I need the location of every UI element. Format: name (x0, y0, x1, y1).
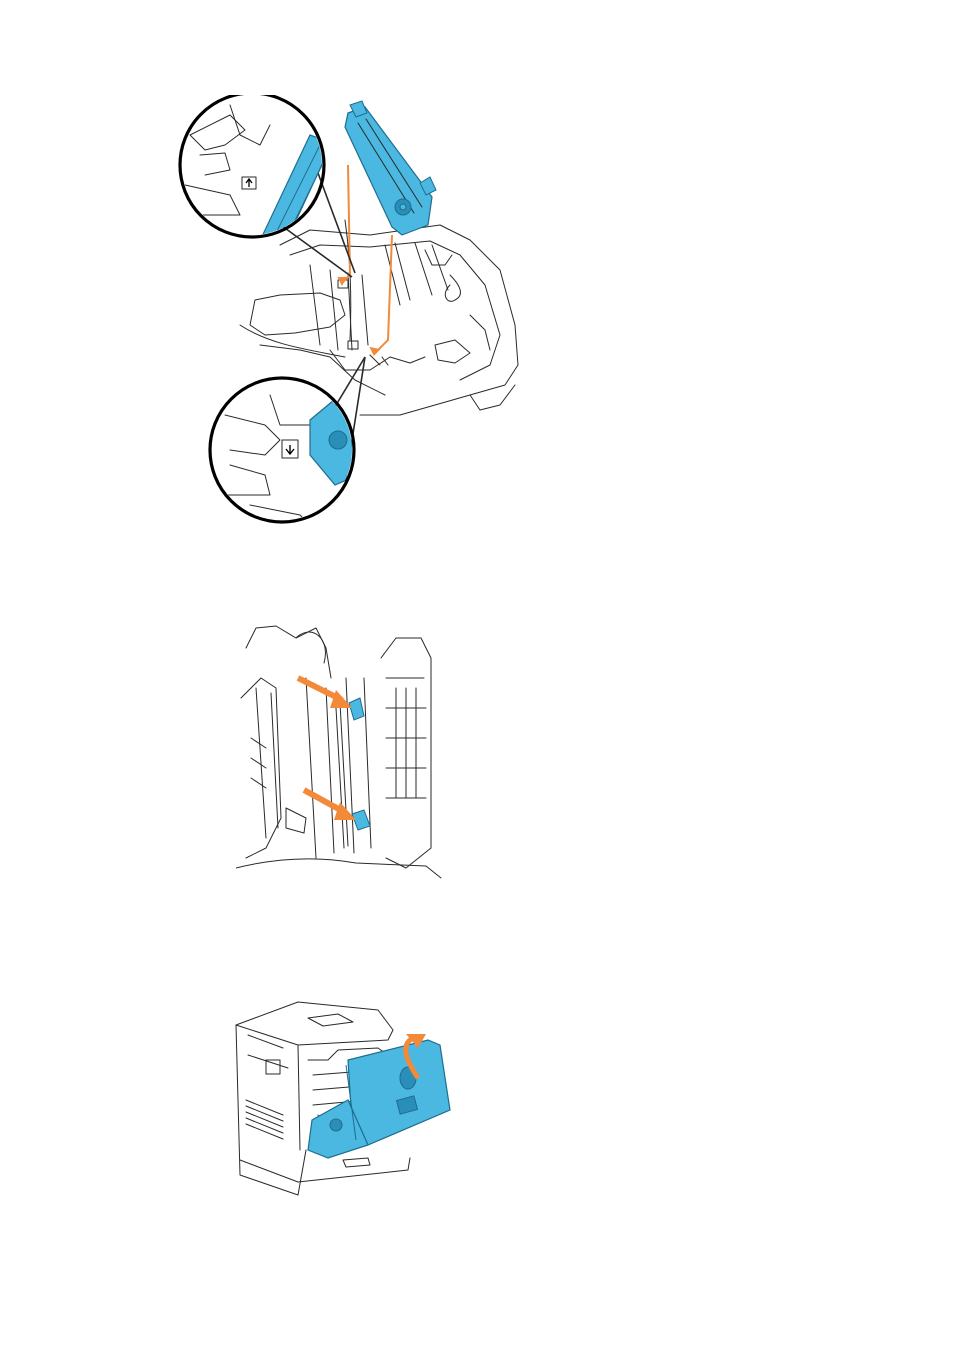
front-cover-panel (308, 1040, 450, 1158)
lock-lever-top (349, 698, 364, 720)
belt-lock-levers-illustration (236, 618, 442, 886)
close-front-cover-illustration (228, 1000, 468, 1200)
transfer-belt-unit (345, 101, 436, 235)
top-detail-callout (180, 95, 355, 277)
printer-body-lines (240, 220, 518, 415)
transfer-belt-install-illustration (170, 95, 530, 540)
arrow-up-icon (246, 179, 252, 187)
printer-interior-lines (236, 626, 441, 878)
arrow-down-icon (286, 445, 294, 454)
bottom-detail-callout (210, 357, 365, 535)
